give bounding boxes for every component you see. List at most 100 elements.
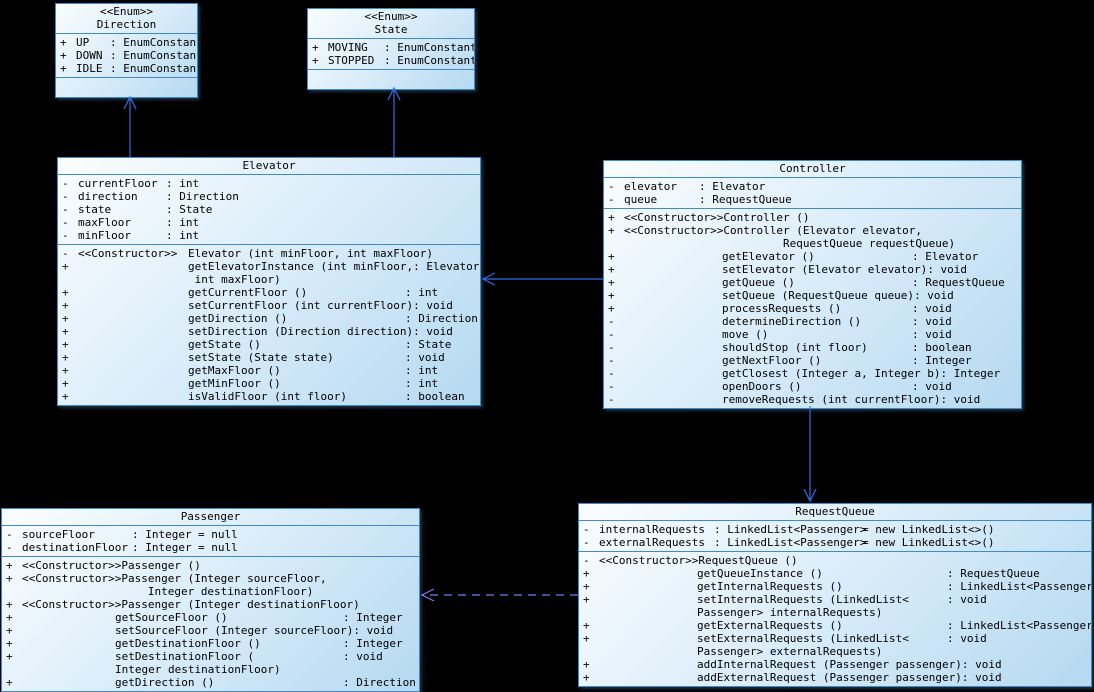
method-row: +getInternalRequests (): LinkedList<Pass…: [583, 580, 1091, 593]
method-signature: Passenger (Integer destinationFloor): [121, 598, 360, 611]
visibility-sign: +: [583, 567, 590, 580]
attribute-name: destinationFloor: [22, 541, 128, 554]
method-signature: setQueue (RequestQueue queue): [722, 289, 915, 302]
method-row: -getClosest (Integer a, Integer b): Inte…: [608, 367, 1017, 380]
methods-section: [308, 69, 474, 89]
class-box-controller[interactable]: Controller -elevator: Elevator-queue: Re…: [603, 160, 1022, 409]
visibility-sign: +: [60, 36, 67, 49]
constructor-stereotype: <<Constructor>>: [624, 211, 724, 224]
method-return-type: : RequestQueue: [947, 567, 1040, 580]
attribute-type: : Elevator: [699, 180, 766, 193]
constructor-stereotype: <<Constructor>>: [22, 559, 122, 572]
method-signature: setDestinationFloor ( Integer destinatio…: [115, 650, 281, 676]
visibility-sign: +: [62, 325, 69, 338]
method-row: +setState (State state): void: [62, 351, 476, 364]
method-return-type: : void: [961, 658, 1002, 671]
method-signature: setExternalRequests (LinkedList< Passeng…: [697, 632, 909, 658]
method-row: +getElevatorInstance (int minFloor, int …: [62, 260, 480, 286]
methods-section: +<<Constructor>>Passenger ()+<<Construct…: [2, 556, 419, 691]
method-signature: getClosest (Integer a, Integer b): [722, 367, 941, 380]
method-return-type: : void: [947, 593, 987, 606]
attribute-row: -elevator: Elevator: [608, 180, 1017, 193]
method-return-type: : void: [927, 263, 968, 276]
method-return-type: : void: [961, 671, 1002, 684]
method-return-type: : Integer: [343, 637, 403, 650]
method-row: +setSourceFloor (Integer sourceFloor): v…: [6, 624, 415, 637]
class-title: Controller: [604, 161, 1021, 177]
attribute-name: IDLE: [76, 62, 103, 75]
visibility-sign: +: [608, 224, 615, 237]
visibility-sign: +: [6, 572, 13, 585]
arrow-controller-to-requestqueue: [803, 406, 817, 503]
visibility-sign: +: [60, 62, 67, 75]
constructor-stereotype: <<Constructor>>: [78, 247, 178, 260]
method-row: +getMinFloor (): int: [62, 377, 476, 390]
visibility-sign: +: [312, 54, 319, 67]
visibility-sign: +: [608, 211, 615, 224]
attribute-name: STOPPED: [328, 54, 375, 67]
attribute-row: +UP: EnumConstant: [60, 36, 197, 49]
visibility-sign: +: [6, 598, 13, 611]
attributes-section: -internalRequests: LinkedList<Passenger>…: [579, 520, 1091, 551]
visibility-sign: +: [608, 289, 615, 302]
attribute-type: : Integer: [132, 528, 192, 541]
attribute-name: UP: [76, 36, 90, 49]
method-row: +getElevator (): Elevator: [608, 250, 1017, 263]
visibility-sign: -: [583, 536, 590, 549]
method-row: +getSourceFloor (): Integer: [6, 611, 415, 624]
class-box-passenger[interactable]: Passenger -sourceFloor: Integer= null-de…: [1, 508, 420, 692]
attribute-row: -direction: Direction: [62, 190, 476, 203]
class-box-requestqueue[interactable]: RequestQueue -internalRequests: LinkedLi…: [578, 503, 1092, 687]
attribute-name: queue: [624, 193, 658, 206]
constructor-stereotype: <<Constructor>>: [22, 598, 122, 611]
method-return-type: : Integer: [912, 354, 972, 367]
class-title: <<Enum>> State: [308, 9, 474, 38]
attribute-row: +DOWN: EnumConstant: [60, 49, 197, 62]
method-signature: getMaxFloor (): [188, 364, 281, 377]
attributes-section: -currentFloor: int-direction: Direction-…: [58, 174, 480, 244]
attribute-type: : Integer: [132, 541, 192, 554]
method-row: +<<Constructor>>Passenger (Integer sourc…: [6, 572, 415, 598]
method-signature: setCurrentFloor (int currentFloor): [188, 299, 414, 312]
visibility-sign: +: [608, 263, 615, 276]
class-name: State: [374, 23, 408, 36]
method-return-type: : void: [914, 289, 954, 302]
constructor-stereotype: <<Constructor>>: [599, 554, 699, 567]
attribute-type: : LinkedList<Passenger>: [714, 536, 867, 549]
attributes-section: +UP: EnumConstant+DOWN: EnumConstant+IDL…: [56, 33, 197, 77]
method-row: +setDirection (Direction direction): voi…: [62, 325, 476, 338]
visibility-sign: +: [62, 377, 69, 390]
attribute-type: : Direction: [166, 190, 239, 203]
attribute-name: direction: [78, 190, 138, 203]
method-signature: openDoors (): [722, 380, 802, 393]
attribute-name: elevator: [624, 180, 677, 193]
attributes-section: +MOVING: EnumConstant+STOPPED: EnumConst…: [308, 38, 474, 69]
method-signature: getQueue (): [722, 276, 795, 289]
method-signature: shouldStop (int floor): [722, 341, 868, 354]
method-row: +<<Constructor>>Passenger (): [6, 559, 415, 572]
class-name: Controller: [779, 162, 846, 175]
class-box-state[interactable]: <<Enum>> State +MOVING: EnumConstant+STO…: [307, 8, 475, 90]
class-name: Direction: [96, 18, 157, 31]
method-signature: getNextFloor (): [722, 354, 822, 367]
attribute-name: externalRequests: [599, 536, 705, 549]
visibility-sign: +: [62, 286, 69, 299]
visibility-sign: -: [62, 216, 69, 229]
visibility-sign: +: [6, 611, 13, 624]
method-row: +<<Constructor>>Controller (Elevator ele…: [608, 224, 1017, 250]
method-row: +getCurrentFloor (): int: [62, 286, 476, 299]
visibility-sign: +: [62, 364, 69, 377]
method-signature: determineDirection (): [722, 315, 862, 328]
attribute-name: MOVING: [328, 41, 368, 54]
visibility-sign: +: [60, 49, 67, 62]
method-return-type: : Elevator: [413, 260, 480, 273]
class-name: RequestQueue: [795, 505, 875, 518]
attribute-default: = null: [198, 541, 238, 554]
method-return-type: : int: [405, 364, 439, 377]
method-signature: Controller (): [723, 211, 810, 224]
visibility-sign: +: [62, 299, 69, 312]
class-box-elevator[interactable]: Elevator -currentFloor: int-direction: D…: [57, 157, 481, 406]
visibility-sign: -: [6, 541, 13, 554]
arrow-requestqueue-to-passenger-dependency: [420, 588, 578, 602]
class-box-direction[interactable]: <<Enum>> Direction +UP: EnumConstant+DOW…: [55, 3, 198, 98]
